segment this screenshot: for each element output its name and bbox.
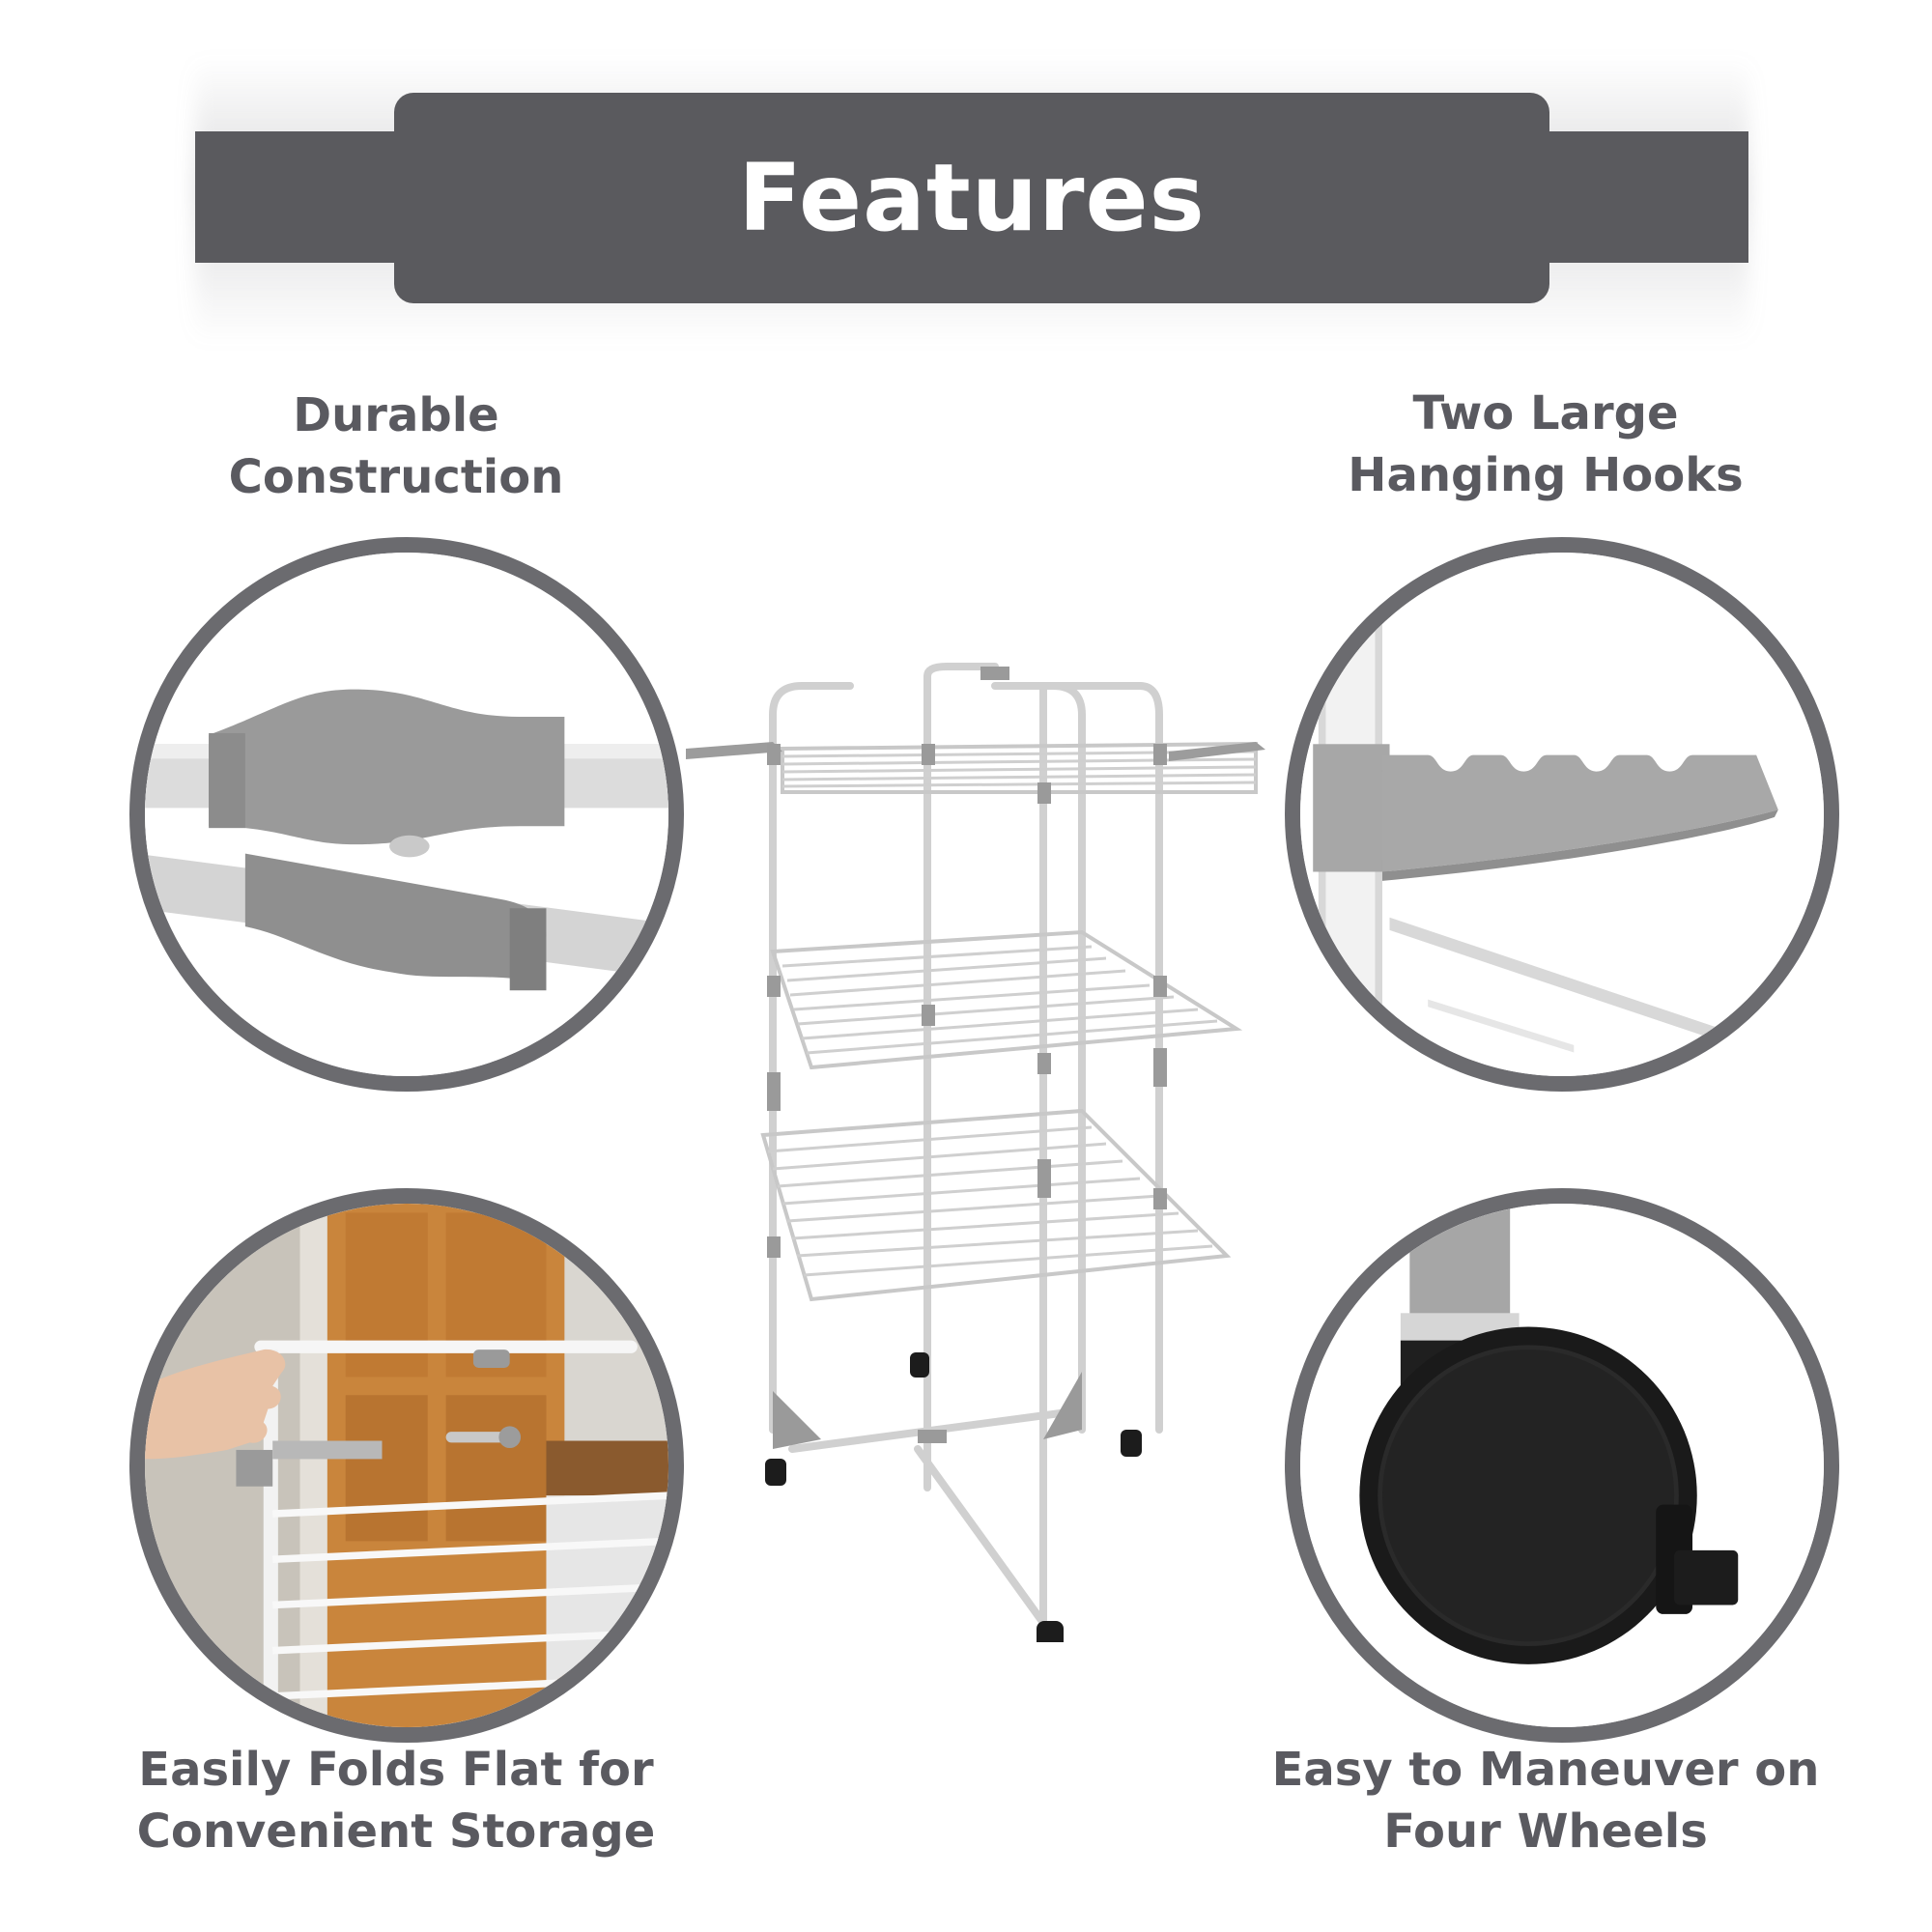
banner-center-plate: [394, 93, 1549, 303]
feature-label-durable: Durable Construction: [184, 384, 609, 508]
feature-label-line: Hanging Hooks: [1348, 448, 1744, 502]
feature-label-hooks: Two Large Hanging Hooks: [1323, 383, 1768, 506]
features-banner: Features: [195, 58, 1748, 344]
product-image: [676, 657, 1275, 1650]
feature-label-line: Convenient Storage: [136, 1804, 656, 1859]
caster-wheel-icon: [1300, 1204, 1824, 1727]
folds-flat-closeup: [129, 1188, 684, 1743]
feature-label-line: Easy to Maneuver on: [1271, 1743, 1820, 1797]
wheels-closeup: [1285, 1188, 1839, 1743]
feature-label-line: Four Wheels: [1383, 1804, 1708, 1859]
page-title: Features: [738, 144, 1206, 252]
folding-hand-icon: [145, 1204, 668, 1727]
feature-label-line: Durable: [293, 388, 499, 442]
feature-label-line: Two Large: [1412, 386, 1679, 440]
feature-label-folds: Easily Folds Flat for Convenient Storage: [126, 1739, 667, 1862]
tube-joint-icon: [145, 553, 668, 1076]
hook-arm-icon: [1300, 553, 1824, 1076]
feature-label-line: Construction: [228, 450, 564, 504]
feature-label-wheels: Easy to Maneuver on Four Wheels: [1256, 1739, 1835, 1862]
feature-label-line: Easily Folds Flat for: [138, 1743, 654, 1797]
durable-construction-closeup: [129, 537, 684, 1092]
drying-rack-icon: [686, 663, 1265, 1650]
hanging-hooks-closeup: [1285, 537, 1839, 1092]
